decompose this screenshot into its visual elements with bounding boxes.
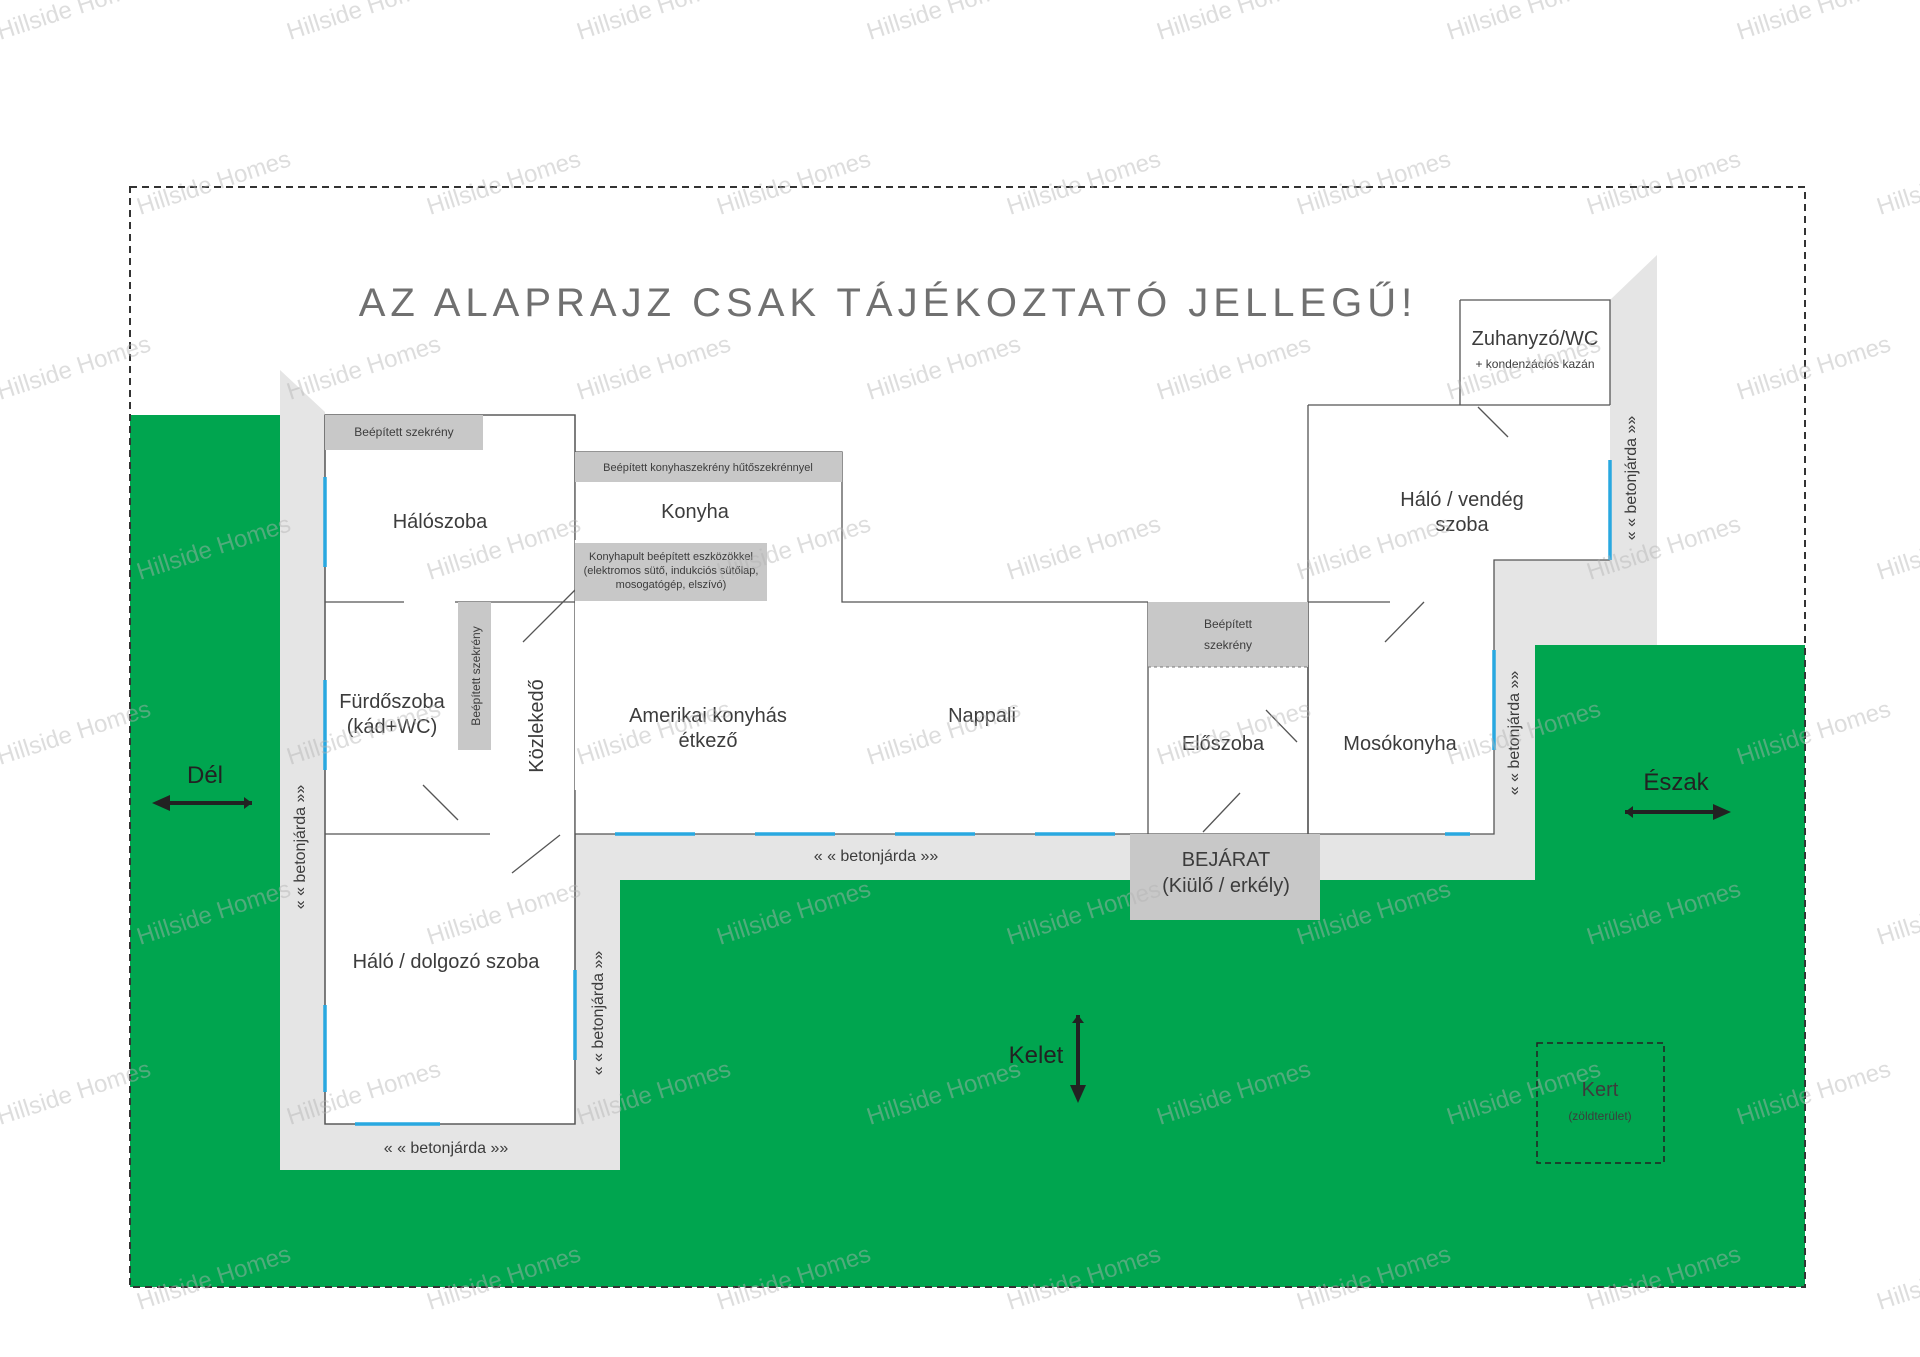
watermark-text: Hillside Homes bbox=[1734, 331, 1895, 406]
dining-label: Amerikai konyhás bbox=[629, 705, 787, 727]
shower-note: + kondenzációs kazán bbox=[1475, 357, 1594, 371]
watermark-text: Hillside Homes bbox=[714, 146, 875, 221]
corridor-label: Közlekedő bbox=[526, 679, 548, 772]
bedroom-label: Hálószoba bbox=[393, 511, 488, 533]
hall-closet-label: Beépített bbox=[1204, 617, 1253, 631]
kitchen-counter-line-3: mosogatógép, elszívó) bbox=[616, 579, 727, 591]
entrance-label: BEJÁRAT bbox=[1182, 848, 1271, 871]
watermark-text: Hillside Homes bbox=[1004, 511, 1165, 586]
watermark-text: Hillside Homes bbox=[864, 331, 1025, 406]
walkway-label-study: « « betonjárda »» bbox=[590, 951, 607, 1076]
kitchen-cabinet-label: Beépített konyhaszekrény hűtőszekrénnyel bbox=[603, 462, 813, 474]
watermark-text: Hillside Homes bbox=[424, 146, 585, 221]
kitchen-counter-line-2: (elektromos sütő, indukciós sütőlap, bbox=[584, 565, 759, 577]
kitchen-label: Konyha bbox=[661, 501, 730, 523]
watermark-text: Hillside Homes bbox=[1874, 511, 1920, 586]
living-label: Nappali bbox=[948, 705, 1016, 727]
compass-south: Dél bbox=[152, 762, 252, 811]
watermark-text: Hillside Homes bbox=[1874, 876, 1920, 951]
walkway-label-west: « « betonjárda »» bbox=[292, 785, 309, 910]
garden-sublabel: (zöldterület) bbox=[1568, 1109, 1631, 1123]
guest-room-sublabel: szoba bbox=[1435, 514, 1489, 536]
watermark-text: Hillside Homes bbox=[1584, 146, 1745, 221]
compass-north-label: Észak bbox=[1643, 769, 1709, 796]
hall-closet-sublabel: szekrény bbox=[1204, 638, 1252, 652]
watermark-text: Hillside Homes bbox=[134, 146, 295, 221]
garden-box bbox=[1536, 1042, 1665, 1164]
compass-east: Kelet bbox=[1009, 1015, 1086, 1103]
guest-room-label: Háló / vendég bbox=[1400, 489, 1523, 511]
watermark-text: Hillside Homes bbox=[284, 331, 445, 406]
watermark-text: Hillside Homes bbox=[0, 0, 154, 46]
walkway-label-bottom: « « betonjárda »» bbox=[384, 1140, 509, 1157]
watermark-text: Hillside Homes bbox=[864, 0, 1025, 46]
bathroom-label: Fürdőszoba bbox=[339, 691, 445, 713]
compass-south-label: Dél bbox=[187, 762, 223, 789]
garden-label: Kert bbox=[1582, 1079, 1619, 1101]
kitchen-counter-line-1: Konyhapult beépített eszközökkel bbox=[589, 551, 753, 563]
watermark-text: Hillside Homes bbox=[1444, 0, 1605, 46]
property-boundary bbox=[129, 186, 1806, 1288]
watermark-text: Hillside Homes bbox=[574, 0, 735, 46]
entrance-sublabel: (Kiülő / erkély) bbox=[1162, 875, 1290, 897]
watermark-text: Hillside Homes bbox=[1874, 146, 1920, 221]
watermark-text: Hillside Homes bbox=[1154, 331, 1315, 406]
watermark-text: Hillside Homes bbox=[1294, 146, 1455, 221]
walkway-label-north: « « betonjárda »» bbox=[1623, 416, 1640, 541]
compass-east-label: Kelet bbox=[1009, 1042, 1064, 1069]
bath-closet-label: Beépített szekrény bbox=[469, 626, 483, 725]
walkway-label-front: « « betonjárda »» bbox=[814, 848, 939, 865]
watermark-text: Hillside Homes bbox=[284, 0, 445, 46]
windows bbox=[323, 460, 1612, 1126]
watermark-text: Hillside Homes bbox=[574, 331, 735, 406]
watermark-text: Hillside Homes bbox=[1874, 1241, 1920, 1316]
study-label: Háló / dolgozó szoba bbox=[353, 951, 541, 973]
hall-label: Előszoba bbox=[1182, 733, 1265, 755]
closets bbox=[325, 415, 1320, 920]
compass-north: Észak bbox=[1625, 769, 1731, 820]
disclaimer-text: AZ ALAPRAJZ CSAK TÁJÉKOZTATÓ JELLEGŰ! bbox=[359, 280, 1418, 325]
bedroom-closet-label: Beépített szekrény bbox=[354, 425, 453, 439]
walkway-label-east: « « betonjárda »» bbox=[1506, 671, 1523, 796]
watermark-text: Hillside Homes bbox=[1154, 0, 1315, 46]
grass-area bbox=[130, 300, 1805, 1287]
watermark-text: Hillside Homes bbox=[1734, 0, 1895, 46]
shower-label: Zuhanyzó/WC bbox=[1472, 328, 1599, 350]
bathroom-sublabel: (kád+WC) bbox=[347, 716, 438, 738]
dining-sublabel: étkező bbox=[679, 730, 738, 752]
laundry-label: Mosókonyha bbox=[1343, 733, 1457, 755]
watermark-text: Hillside Homes bbox=[1004, 146, 1165, 221]
